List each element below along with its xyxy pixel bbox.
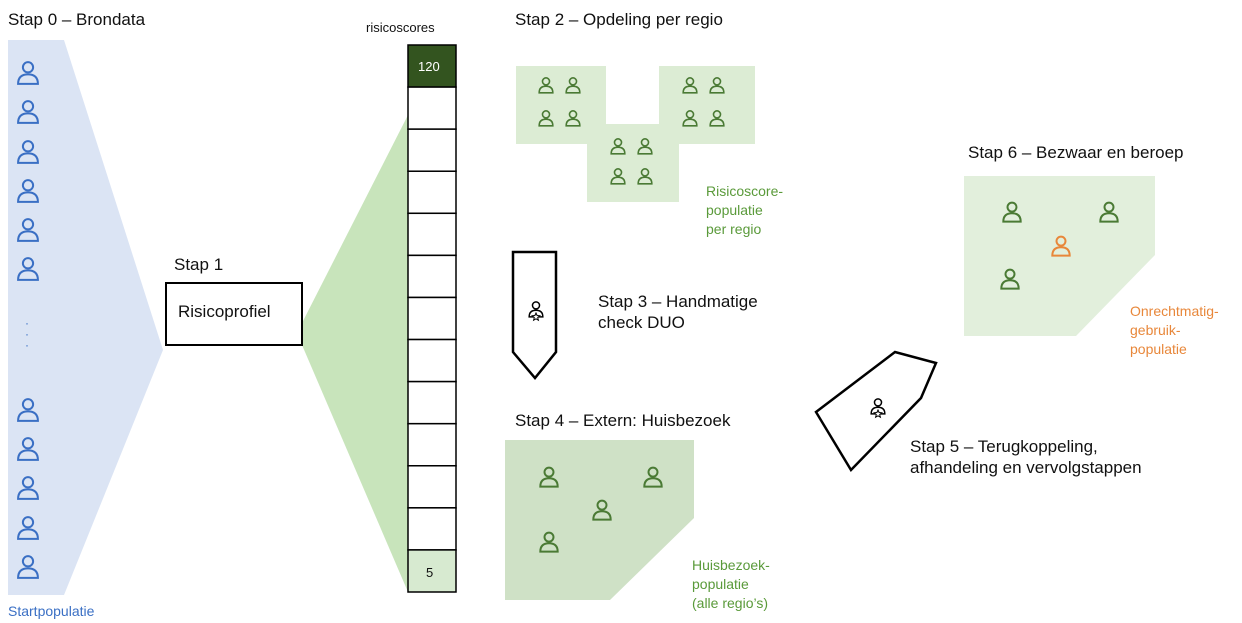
terugkoppeling-person-icon: [870, 398, 886, 419]
risicoprofiel-label: Risicoprofiel: [178, 302, 271, 321]
startpopulatie-person-icon: [17, 61, 39, 85]
score-cell: [407, 507, 457, 551]
regio-person-icon: [538, 77, 554, 94]
startpopulatie-person-icons: [17, 61, 39, 579]
score-cell: [407, 296, 457, 341]
star-icon: [873, 408, 883, 419]
check-person-icon: [528, 301, 544, 322]
startpopulatie-person-icon: [17, 437, 39, 461]
regio-person-icon: [709, 110, 725, 127]
check-person-icon: [528, 301, 544, 318]
risicoscore-column: [407, 44, 457, 593]
regio-person-icon: [565, 110, 581, 127]
regio-person-icon: [610, 138, 626, 155]
huisbezoek-person-icon: [592, 499, 612, 521]
score-cell: [407, 44, 457, 88]
regio-person-icon: [637, 138, 653, 155]
score-cell: [407, 254, 457, 299]
risicoscores-title: risicoscores: [366, 20, 435, 35]
huisbezoek-person-icons: [539, 466, 663, 553]
bezwaar-person-icon: [1000, 268, 1020, 290]
step2-title: Stap 2 – Opdeling per regio: [515, 10, 723, 29]
regio-person-icons: [538, 77, 725, 185]
onrechtmatig-person-icon: [1051, 235, 1071, 257]
regio-population-label: Risicoscore- populatie per regio: [706, 183, 784, 237]
startpopulatie-person-icon: [17, 476, 39, 500]
step4-title: Stap 4 – Extern: Huisbezoek: [515, 411, 731, 430]
step1-title: Stap 1: [174, 255, 224, 274]
score-cell: [407, 465, 457, 509]
onrechtmatig-population-label: Onrechtmatig- gebruik- populatie: [1130, 303, 1219, 357]
terugkoppeling-person-icon: [870, 398, 886, 415]
huisbezoek-person-icon: [643, 466, 663, 488]
terugkoppeling-arrow: [814, 350, 938, 473]
step0-title: Stap 0 – Brondata: [8, 10, 146, 29]
bezwaar-person-icons: [1000, 201, 1119, 290]
score-cell: [407, 212, 457, 257]
huisbezoek-person-icon: [539, 466, 559, 488]
regio-person-icon: [565, 77, 581, 94]
handmatige-check-arrow: [511, 250, 558, 380]
startpopulatie-label: Startpopulatie: [8, 603, 95, 619]
startpopulatie-person-icon: [17, 218, 39, 242]
regio-block-3: [587, 124, 679, 202]
startpopulatie-person-icon: [17, 179, 39, 203]
step5-title: Stap 5 – Terugkoppeling, afhandeling en …: [910, 437, 1142, 477]
bezwaar-person-icon: [1002, 201, 1022, 223]
regio-person-icon: [682, 77, 698, 94]
step3-title: Stap 3 – Handmatige check DUO: [598, 292, 758, 332]
startpopulatie-person-icon: [17, 555, 39, 579]
score-cell: [407, 380, 457, 425]
regio-person-icon: [538, 110, 554, 127]
huisbezoek-person-icon: [539, 531, 559, 553]
score-cell: [407, 338, 457, 383]
startpopulatie-person-icon: [17, 140, 39, 164]
risicoscore-funnel: [302, 115, 408, 592]
score-cell: [407, 128, 457, 172]
risicoprofiel-box: [165, 282, 303, 346]
ellipsis-marker: · · ·: [25, 316, 29, 352]
score-cell: [407, 170, 457, 215]
startpopulatie-person-icon: [17, 398, 39, 422]
regio-person-icon: [610, 168, 626, 185]
startpopulatie-person-icon: [17, 100, 39, 124]
regio-person-icon: [637, 168, 653, 185]
step6-title: Stap 6 – Bezwaar en beroep: [968, 143, 1184, 162]
startpopulatie-band: [8, 40, 163, 595]
score-cell: [407, 86, 457, 130]
score-cell: [407, 422, 457, 467]
regio-person-icon: [682, 110, 698, 127]
huisbezoek-population-label: Huisbezoek- populatie (alle regio’s): [692, 557, 770, 611]
score-bottom-label: 5: [426, 565, 434, 580]
star-icon: [531, 311, 541, 322]
startpopulatie-person-icon: [17, 257, 39, 281]
regio-person-icon: [709, 77, 725, 94]
bezwaar-person-icon: [1099, 201, 1119, 223]
score-top-label: 120: [418, 59, 440, 74]
score-cell: [407, 549, 457, 593]
startpopulatie-person-icon: [17, 516, 39, 540]
